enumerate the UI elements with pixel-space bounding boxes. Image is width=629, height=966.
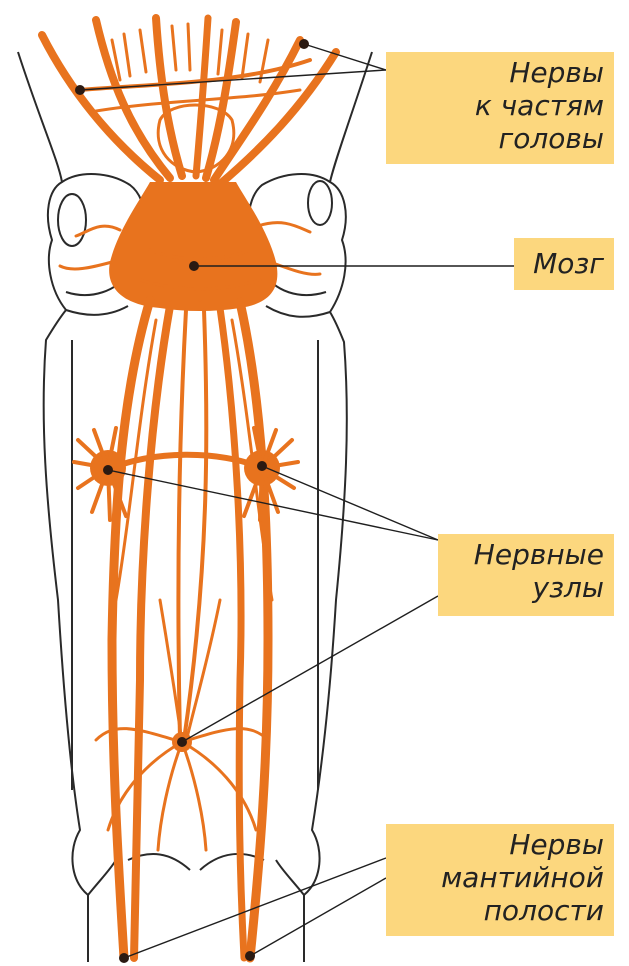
label-head-nerves-line-1: Нервы <box>392 56 604 89</box>
label-mantle-nerves-line-1: Нервы <box>392 828 604 861</box>
label-ganglia-line-1: Нервные <box>444 538 604 571</box>
pointer-head-nerve-right <box>299 39 309 49</box>
nerve-cords <box>112 300 272 958</box>
right-ganglion <box>244 428 298 520</box>
label-mantle-nerves-line-2: мантийной <box>392 861 604 894</box>
label-head-nerves: Нервы к частям головы <box>386 52 614 164</box>
label-mantle-nerves: Нервы мантийной полости <box>386 824 614 936</box>
label-head-nerves-line-3: головы <box>392 122 604 155</box>
label-brain-line-1: Мозг <box>520 247 604 280</box>
label-ganglia: Нервные узлы <box>438 534 614 616</box>
head-nerves <box>42 18 336 184</box>
brain <box>60 182 320 311</box>
pointer-visceral-ganglion <box>177 737 187 747</box>
label-ganglia-line-2: узлы <box>444 571 604 604</box>
pointer-brain <box>189 261 199 271</box>
pointer-mantle-nerve-left <box>119 953 129 963</box>
pointer-head-nerve-left <box>75 85 85 95</box>
label-head-nerves-line-2: к частям <box>392 89 604 122</box>
pointer-right-ganglion <box>257 461 267 471</box>
pointer-mantle-nerve-right <box>245 951 255 961</box>
label-mantle-nerves-line-3: полости <box>392 894 604 927</box>
label-brain: Мозг <box>514 238 614 290</box>
pointer-left-ganglion <box>103 465 113 475</box>
